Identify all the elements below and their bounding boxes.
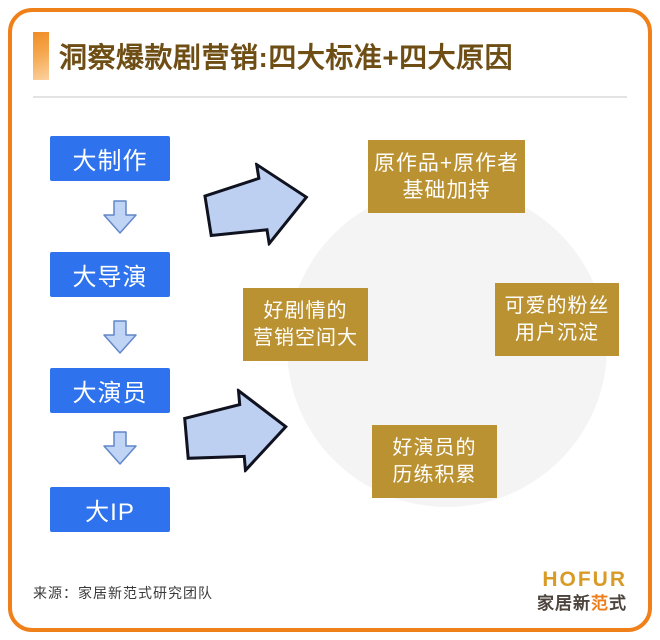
reason-line: 历练积累	[392, 463, 477, 486]
down-arrow-icon	[103, 200, 137, 234]
down-arrow-icon	[103, 431, 137, 465]
logo-subtitle-accent: 范	[591, 594, 609, 614]
reason-box-actor-experience: 好演员的 历练积累	[372, 425, 497, 498]
flow-step-production: 大制作	[50, 136, 170, 181]
reason-line: 好剧情的	[263, 299, 348, 322]
reason-box-good-plot: 好剧情的 营销空间大	[243, 288, 368, 361]
reason-line: 基础加持	[402, 178, 491, 202]
reason-box-original-work: 原作品+原作者 基础加持	[368, 140, 525, 213]
brand-logo: HOFUR 家居新范式	[537, 567, 627, 615]
title-row: 洞察爆款剧营销:四大标准+四大原因	[33, 32, 513, 80]
down-arrow-icon	[103, 320, 137, 354]
right-arrow-icon	[203, 161, 309, 248]
right-arrow-icon	[183, 387, 289, 474]
flow-step-director: 大导演	[50, 252, 170, 297]
logo-subtitle-part: 家居新	[537, 594, 591, 614]
logo-subtitle-part: 式	[609, 594, 627, 614]
reason-line: 营销空间大	[253, 326, 358, 349]
flow-step-actor: 大演员	[50, 368, 170, 413]
title-divider	[33, 96, 627, 98]
flow-step-ip: 大IP	[50, 487, 170, 532]
reason-line: 原作品+原作者	[373, 151, 520, 175]
reason-line: 好演员的	[392, 436, 477, 459]
logo-wordmark: HOFUR	[542, 568, 627, 591]
title-accent-bar	[33, 32, 49, 80]
source-text: 来源：家居新范式研究团队	[33, 585, 213, 601]
logo-subtitle: 家居新范式	[537, 593, 627, 614]
reason-line: 可爱的粉丝	[504, 294, 610, 317]
reason-box-fans: 可爱的粉丝 用户沉淀	[495, 283, 619, 356]
page-title: 洞察爆款剧营销:四大标准+四大原因	[59, 42, 514, 73]
reason-line: 用户沉淀	[515, 321, 599, 344]
